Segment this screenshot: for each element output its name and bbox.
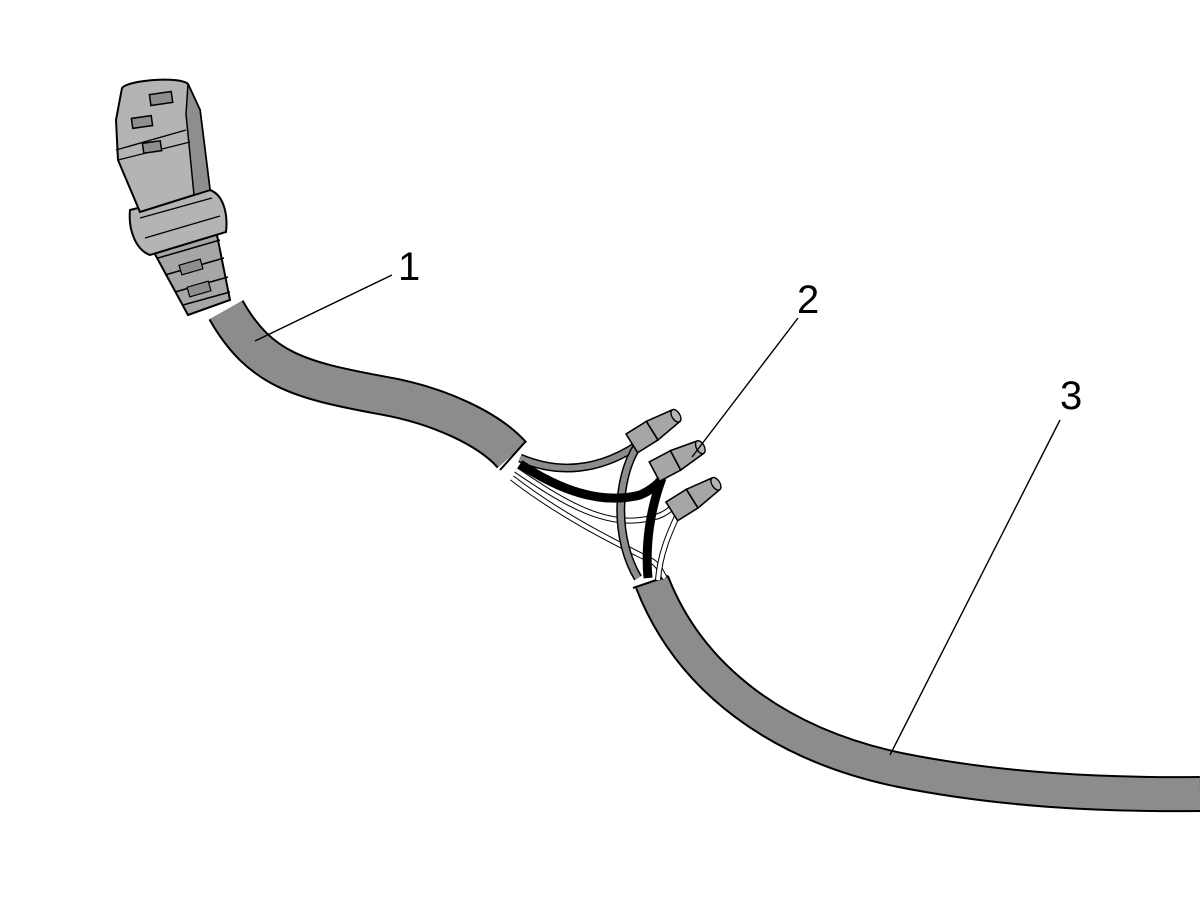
connector-slots: [130, 90, 174, 155]
cable-section-right: [632, 575, 1200, 813]
leader-line-3: [889, 419, 1061, 756]
wire-ferrules: [624, 408, 722, 522]
ferrule-top: [624, 408, 682, 454]
callout-label-3: 3: [1060, 374, 1082, 418]
callout-label-2: 2: [797, 278, 819, 322]
callout-3: 3: [889, 374, 1082, 756]
leader-line-1: [254, 274, 393, 342]
exposed-wires: [510, 441, 683, 581]
callout-1: 1: [254, 245, 420, 342]
connector-housing: [114, 78, 212, 214]
ferrule-bottom: [664, 476, 722, 522]
ferrule-middle: [648, 440, 706, 483]
callout-2: 2: [691, 278, 819, 458]
callout-label-1: 1: [398, 245, 420, 289]
cable-section-left: [208, 299, 528, 471]
iec-connector: [114, 78, 232, 317]
leader-line-2: [691, 317, 799, 458]
